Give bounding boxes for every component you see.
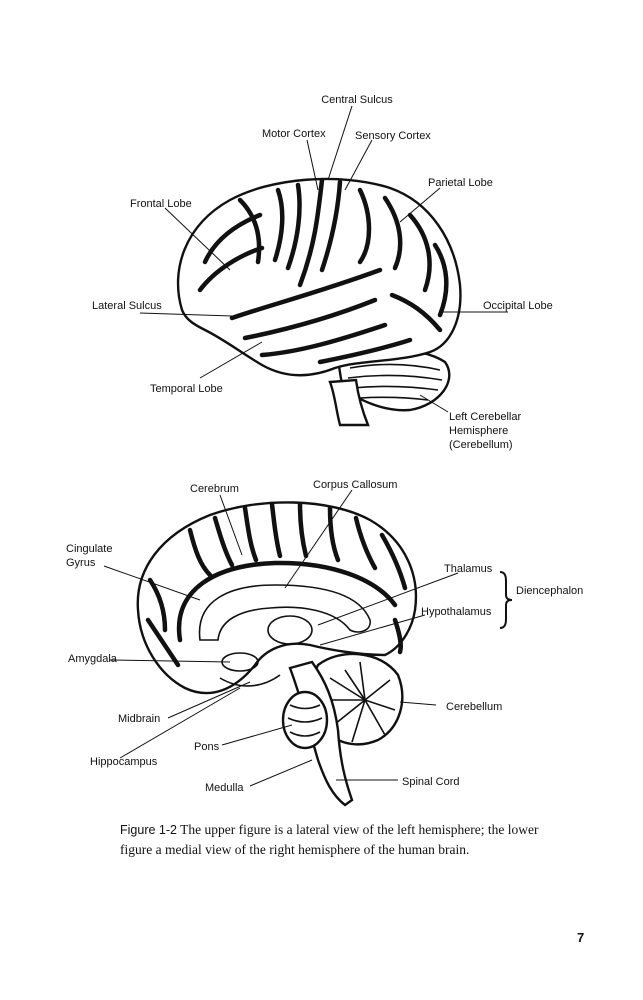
label-amygdala: Amygdala (68, 653, 118, 665)
label-gyrus: Gyrus (66, 557, 96, 569)
figure-caption: Figure 1-2 The upper figure is a lateral… (120, 820, 540, 859)
label-cerebellum-paren: (Cerebellum) (449, 439, 513, 451)
lateral-brain-drawing (176, 177, 462, 427)
medial-leader-lines (103, 489, 513, 787)
label-cerebellum: Cerebellum (446, 701, 502, 713)
label-cerebrum: Cerebrum (190, 483, 239, 495)
label-hippocampus: Hippocampus (90, 756, 158, 768)
label-midbrain: Midbrain (118, 713, 160, 725)
label-parietal-lobe: Parietal Lobe (428, 177, 493, 189)
figure-caption-text: The upper figure is a lateral view of th… (120, 822, 539, 857)
label-left-cerebellar: Left Cerebellar (449, 411, 521, 423)
label-corpus-callosum: Corpus Callosum (313, 479, 397, 491)
label-diencephalon: Diencephalon (516, 585, 583, 597)
figure-caption-label: Figure 1-2 (120, 823, 177, 837)
label-motor-cortex: Motor Cortex (262, 128, 326, 140)
label-central-sulcus: Central Sulcus (321, 94, 393, 106)
page-number: 7 (577, 930, 585, 945)
label-sensory-cortex: Sensory Cortex (355, 130, 431, 142)
label-pons: Pons (194, 741, 220, 753)
label-occipital-lobe: Occipital Lobe (483, 300, 553, 312)
lateral-labels: Central Sulcus Motor Cortex Sensory Cort… (92, 94, 553, 451)
label-hemisphere: Hemisphere (449, 425, 508, 437)
label-hypothalamus: Hypothalamus (421, 606, 492, 618)
label-lateral-sulcus: Lateral Sulcus (92, 300, 162, 312)
medial-brain-drawing (136, 501, 418, 807)
medial-labels: Cerebrum Corpus Callosum Cingulate Gyrus… (66, 479, 583, 794)
label-medulla: Medulla (205, 782, 244, 794)
label-cingulate: Cingulate (66, 543, 112, 555)
label-temporal-lobe: Temporal Lobe (150, 383, 223, 395)
label-frontal-lobe: Frontal Lobe (130, 198, 192, 210)
label-spinal-cord: Spinal Cord (402, 776, 459, 788)
label-thalamus: Thalamus (444, 563, 493, 575)
lateral-leader-lines (139, 105, 508, 413)
